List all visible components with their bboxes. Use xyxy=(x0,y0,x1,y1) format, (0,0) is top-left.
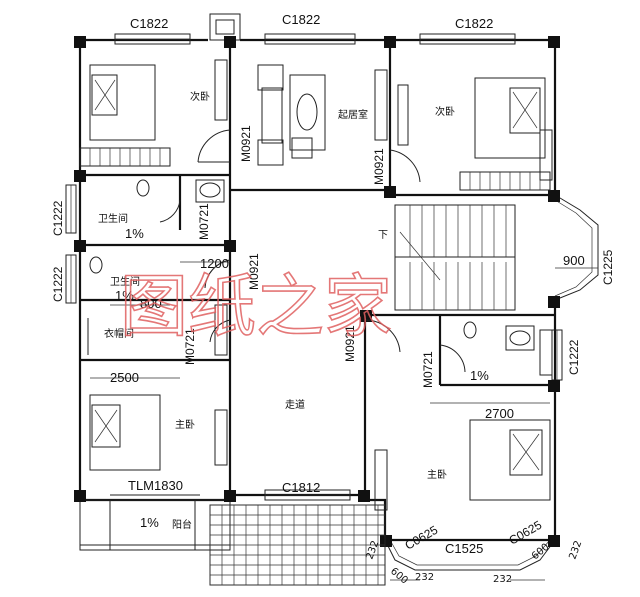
room-bedroom-ne: 次卧 xyxy=(435,105,455,118)
dim-2500: 2500 xyxy=(110,370,139,385)
slope-labels: 1% 1% 1% 1% xyxy=(115,226,489,530)
columns xyxy=(74,36,560,547)
room-master-sw: 主卧 xyxy=(175,418,195,431)
window-label-bottom-right: C1525 xyxy=(445,541,483,556)
slope-1: 1% xyxy=(125,226,144,241)
door-label-d5: M0721 xyxy=(183,328,197,365)
dim-600-a: 600 xyxy=(388,566,410,587)
slope-4: 1% xyxy=(140,515,159,530)
dim-900: 900 xyxy=(563,253,585,268)
room-closet: 衣帽间 xyxy=(104,327,134,340)
door-label-d6: M0921 xyxy=(343,325,357,362)
room-master-se: 主卧 xyxy=(427,468,447,481)
window-label-top-left: C1822 xyxy=(130,16,168,31)
window-label-top-right: C1822 xyxy=(455,16,493,31)
dim-2700: 2700 xyxy=(485,406,514,421)
door-label-d7: M0721 xyxy=(421,351,435,388)
stair-down-label: 下 xyxy=(378,230,388,241)
window-label-right-lower: C1222 xyxy=(567,339,581,375)
room-bath-w2: 卫生间 xyxy=(110,275,140,288)
room-labels: 次卧 起居室 次卧 卫生间 卫生间 衣帽间 主卧 走道 主卧 阳台 下 xyxy=(98,90,455,531)
staircase xyxy=(394,204,516,311)
door-swings xyxy=(159,129,466,373)
door-label-sliding: TLM1830 xyxy=(128,478,183,493)
window-label-bottom-mid: C1812 xyxy=(282,480,320,495)
slope-3: 1% xyxy=(470,368,489,383)
dimension-lines xyxy=(90,261,598,581)
interior-walls xyxy=(79,40,555,551)
dim-1200: 1200 xyxy=(200,256,229,271)
room-bath-w: 卫生间 xyxy=(98,212,128,225)
roof-tiles xyxy=(209,504,386,586)
room-corridor: 走道 xyxy=(285,398,305,411)
furniture xyxy=(79,59,553,511)
watermark: 图纸之家 xyxy=(120,268,392,347)
door-labels: M0921 M0921 M0721 M0921 M0721 M0921 M072… xyxy=(183,125,435,388)
window-label-right-bay: C1225 xyxy=(601,249,615,285)
dim-800: 800 xyxy=(140,296,162,311)
window-label-left-lower: C1222 xyxy=(51,266,65,302)
window-label-top-mid: C1822 xyxy=(282,12,320,27)
room-living: 起居室 xyxy=(338,108,368,121)
room-balcony: 阳台 xyxy=(172,518,192,531)
door-label-d4: M0921 xyxy=(247,253,261,290)
windows xyxy=(65,33,599,571)
dim-232-d: 232 xyxy=(567,539,584,561)
window-label-left-upper: C1222 xyxy=(51,200,65,236)
door-label-d2: M0921 xyxy=(372,148,386,185)
dim-232-b: 232 xyxy=(415,572,434,583)
dim-232-a: 232 xyxy=(364,539,381,561)
dim-232-c: 232 xyxy=(493,574,512,585)
door-label-d3: M0721 xyxy=(197,203,211,240)
window-label-corner-right: C0625 xyxy=(507,518,545,548)
room-bedroom-nw: 次卧 xyxy=(190,90,210,103)
door-label-d1: M0921 xyxy=(239,125,253,162)
slope-2: 1% xyxy=(115,288,134,303)
window-label-corner-left: C0625 xyxy=(403,523,441,553)
